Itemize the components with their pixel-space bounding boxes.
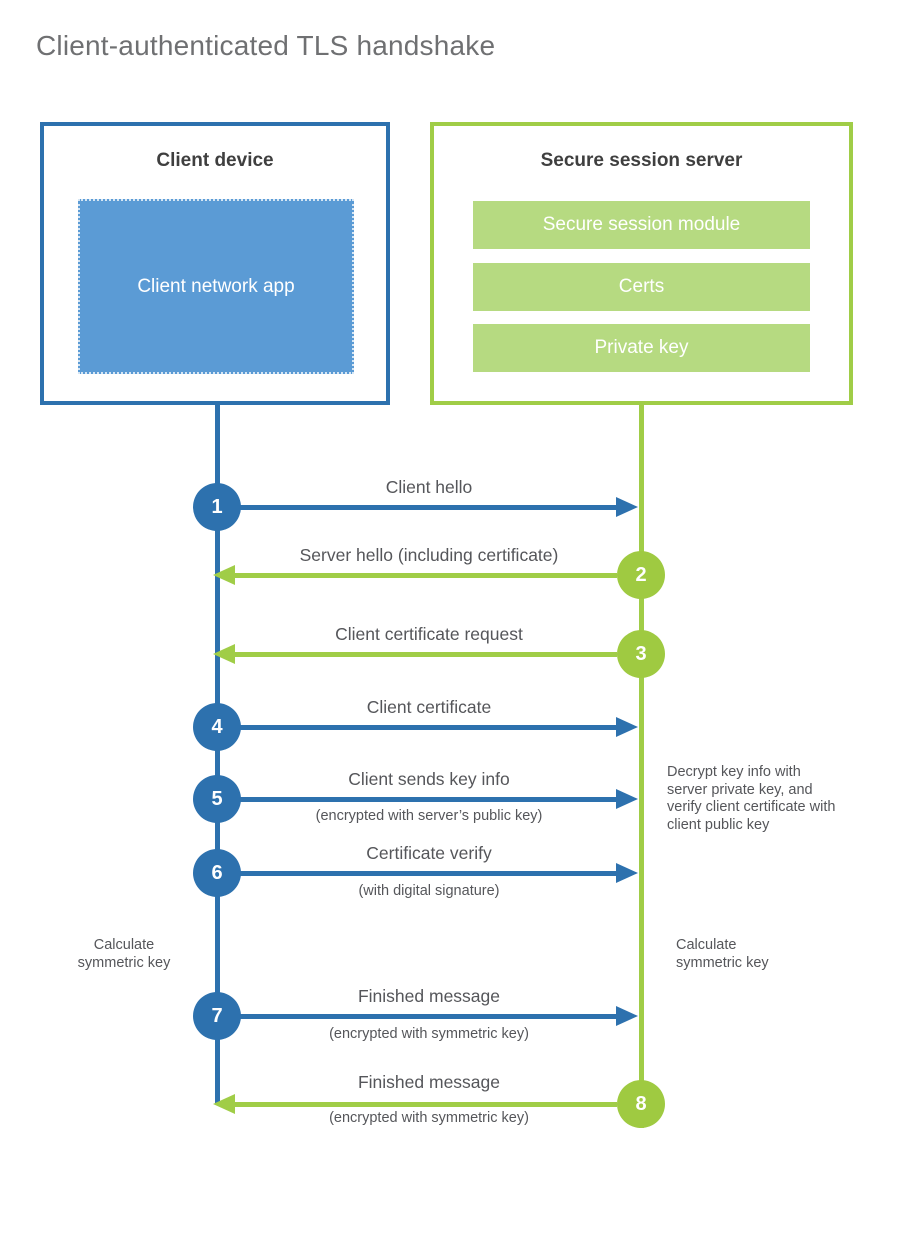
- message-label-8: Finished message: [357, 1072, 501, 1092]
- arrow-right-6: [217, 863, 638, 883]
- message-label-6: Certificate verify: [366, 843, 492, 863]
- step-circle-5: 5: [193, 775, 241, 823]
- message-label-7: Finished message: [357, 986, 501, 1006]
- client-device-title: Client device: [156, 150, 274, 171]
- server-lifeline: [639, 405, 644, 1128]
- message-sub-5: (encrypted with server’s public key): [315, 808, 543, 824]
- message-label-5: Client sends key info: [348, 769, 510, 789]
- note-decrypt-key-info: Decrypt key info with server private key…: [667, 764, 836, 833]
- arrow-left-2: [213, 565, 617, 585]
- client-network-app-box: Client network app: [78, 199, 354, 374]
- server-module-secure-session: Secure session module: [473, 201, 810, 249]
- note-calculate-symmetric-key-server: Calculate symmetric key: [676, 937, 769, 971]
- step-circle-7: 7: [193, 992, 241, 1040]
- message-sub-6: (with digital signature): [358, 883, 500, 899]
- step-circle-1: 1: [193, 483, 241, 531]
- arrowhead-icon: [616, 1006, 638, 1026]
- arrowhead-icon: [616, 789, 638, 809]
- arrow-right-7: [217, 1006, 638, 1026]
- message-label-3: Client certificate request: [335, 624, 523, 644]
- arrowhead-icon: [616, 863, 638, 883]
- message-label-1: Client hello: [385, 477, 473, 497]
- client-device-box: Client device Client network app: [40, 122, 390, 405]
- arrow-left-3: [213, 644, 617, 664]
- note-calculate-symmetric-key-client: Calculate symmetric key: [77, 937, 171, 971]
- step-circle-6: 6: [193, 849, 241, 897]
- secure-session-server-title: Secure session server: [540, 150, 743, 171]
- arrowhead-icon: [213, 1094, 235, 1114]
- arrow-right-4: [217, 717, 638, 737]
- message-label-4: Client certificate: [366, 697, 492, 717]
- arrow-left-8: [213, 1094, 617, 1114]
- arrowhead-icon: [616, 497, 638, 517]
- secure-session-server-box: Secure session server Secure session mod…: [430, 122, 853, 405]
- arrow-right-5: [217, 789, 638, 809]
- arrowhead-icon: [213, 644, 235, 664]
- server-module-certs: Certs: [473, 263, 810, 311]
- page-title: Client-authenticated TLS handshake: [36, 30, 496, 61]
- arrowhead-icon: [213, 565, 235, 585]
- arrowhead-icon: [616, 717, 638, 737]
- message-sub-7: (encrypted with symmetric key): [329, 1026, 529, 1042]
- client-lifeline: [215, 405, 220, 1104]
- step-circle-2: 2: [617, 551, 665, 599]
- server-module-private-key: Private key: [473, 324, 810, 372]
- message-sub-8: (encrypted with symmetric key): [329, 1110, 529, 1126]
- step-circle-8: 8: [617, 1080, 665, 1128]
- step-circle-4: 4: [193, 703, 241, 751]
- client-network-app-label: Client network app: [137, 275, 295, 297]
- step-circle-3: 3: [617, 630, 665, 678]
- arrow-right-1: [217, 497, 638, 517]
- message-label-2: Server hello (including certificate): [299, 545, 559, 565]
